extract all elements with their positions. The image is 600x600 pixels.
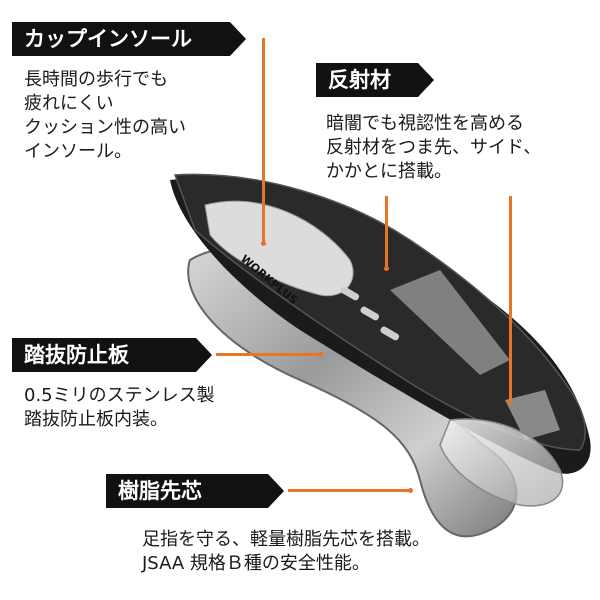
lace [340,286,360,301]
leader-dot [508,400,513,405]
reflector-side [390,270,510,375]
resin-toe-cap [439,418,564,507]
feature-desc-anti-puncture: 0.5ミリのステンレス製 踏抜防止板内装。 [24,385,215,430]
feature-tag-reflector: 反射材 [316,63,434,97]
insole [204,200,354,297]
leader-dot [408,488,413,493]
lace [380,326,400,341]
safety-shoe-illustration: WORKPLUS [170,173,591,538]
lace [360,306,380,321]
feature-tag-anti-puncture: 踏抜防止板 [12,338,212,372]
leader-dot [384,266,389,271]
feature-desc-cup-insole: 長時間の歩行でも 疲れにくい クッション性の高い インソール。 [24,69,186,162]
feature-desc-reflector: 暗闇でも視認性を高める 反射材をつま先、サイド、 かかとに搭載。 [326,113,542,182]
leader-anti-puncture [216,353,320,356]
reflector-toe [505,390,560,440]
feature-tag-toe-cap: 樹脂先芯 [106,474,284,508]
feature-tag-cup-insole: カップインソール [12,22,246,56]
leader-dot [318,352,323,357]
leader-reflector-side [385,196,388,268]
feature-desc-toe-cap: 足指を守る、軽量樹脂先芯を搭載。 JSAA 規格Ｂ種の安全性能。 [142,529,430,574]
leader-reflector-toe [509,196,512,402]
leader-cup-insole [262,38,265,243]
leader-dot [261,241,266,246]
leader-toe-cap [288,489,410,492]
